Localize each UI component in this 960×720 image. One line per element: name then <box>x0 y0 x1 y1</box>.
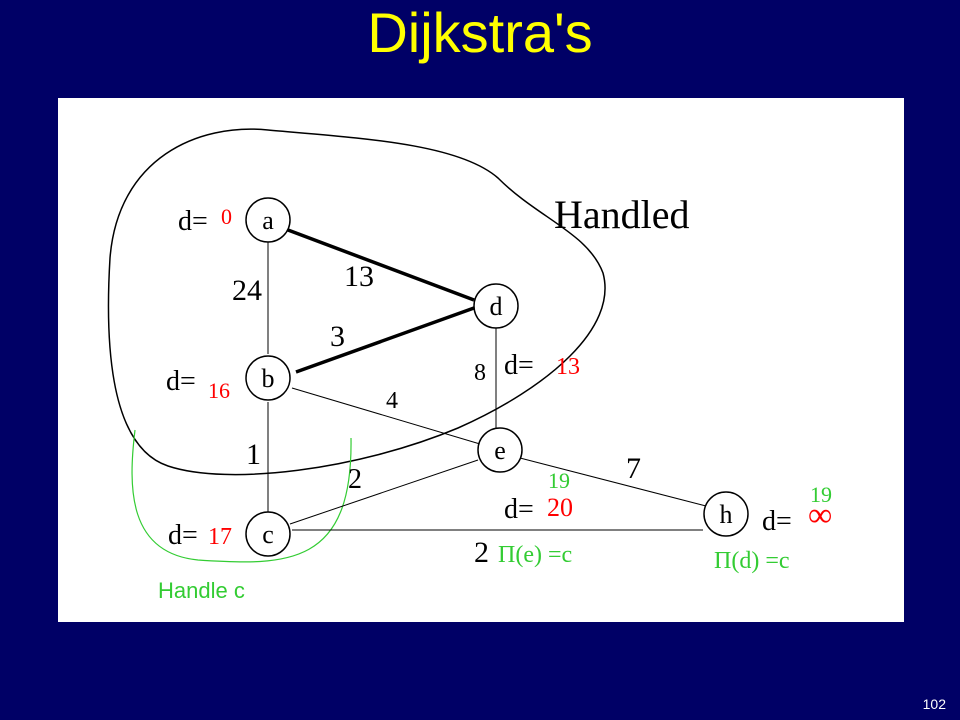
node-b: b <box>245 355 291 401</box>
node-a-label: a <box>262 206 274 235</box>
distance-e-value: 20 <box>547 493 573 522</box>
weight-b-c: 1 <box>246 438 261 471</box>
edge-b-e <box>291 387 481 445</box>
distance-d-value: 13 <box>556 354 580 380</box>
weight-c-e: 2 <box>348 464 362 495</box>
distance-b-prefix: d= <box>166 366 196 397</box>
node-e-label: e <box>494 436 506 465</box>
edge-c-e <box>289 459 479 525</box>
weight-a-d: 13 <box>344 260 374 293</box>
edge-a-d <box>287 228 475 302</box>
diagram-canvas: a b c d e h 13 3 24 1 4 8 2 7 2 <box>58 98 904 622</box>
node-c: c <box>245 511 291 557</box>
node-h: h <box>703 491 749 537</box>
node-e: e <box>477 427 523 473</box>
node-a: a <box>245 197 291 243</box>
distance-h-value: ∞ <box>808 497 832 534</box>
edge-e-h <box>519 457 707 507</box>
handled-region-label: Handled <box>554 192 690 237</box>
weight-b-e: 4 <box>386 388 398 414</box>
distance-h-new-value: 19 <box>810 482 832 507</box>
predecessor-d-label: Π(d) =c <box>714 548 790 574</box>
weight-c-h: 2 <box>474 536 489 569</box>
distance-a-value: 0 <box>221 204 232 229</box>
distance-c-value: 17 <box>208 524 232 550</box>
slide-title: Dijkstra's <box>367 1 593 64</box>
node-c-label: c <box>262 520 274 549</box>
handle-c-label: Handle c <box>158 578 245 603</box>
weight-a-b: 24 <box>232 274 262 307</box>
distance-b-value: 16 <box>208 378 230 403</box>
edge-b-d <box>295 306 475 374</box>
distance-c-prefix: d= <box>168 520 198 551</box>
predecessor-e-label: Π(e) =c <box>498 542 572 568</box>
node-b-label: b <box>262 364 275 393</box>
handle-c-bracket <box>131 429 352 563</box>
weight-e-h: 7 <box>626 452 641 485</box>
distance-e-prefix: d= <box>504 494 534 525</box>
distance-h-prefix: d= <box>762 506 792 537</box>
page-number: 102 <box>922 696 946 712</box>
distance-e-new-value: 19 <box>548 468 570 493</box>
distance-d-prefix: d= <box>504 350 534 381</box>
distance-a-prefix: d= <box>178 206 208 237</box>
node-d: d <box>473 283 519 329</box>
graph-diagram: a b c d e h 13 3 24 1 4 8 2 7 2 <box>107 128 832 603</box>
node-d-label: d <box>490 292 503 321</box>
node-h-label: h <box>720 500 733 529</box>
handled-region-outline <box>107 128 606 476</box>
weight-d-e: 8 <box>474 360 486 386</box>
weight-b-d: 3 <box>330 320 345 353</box>
